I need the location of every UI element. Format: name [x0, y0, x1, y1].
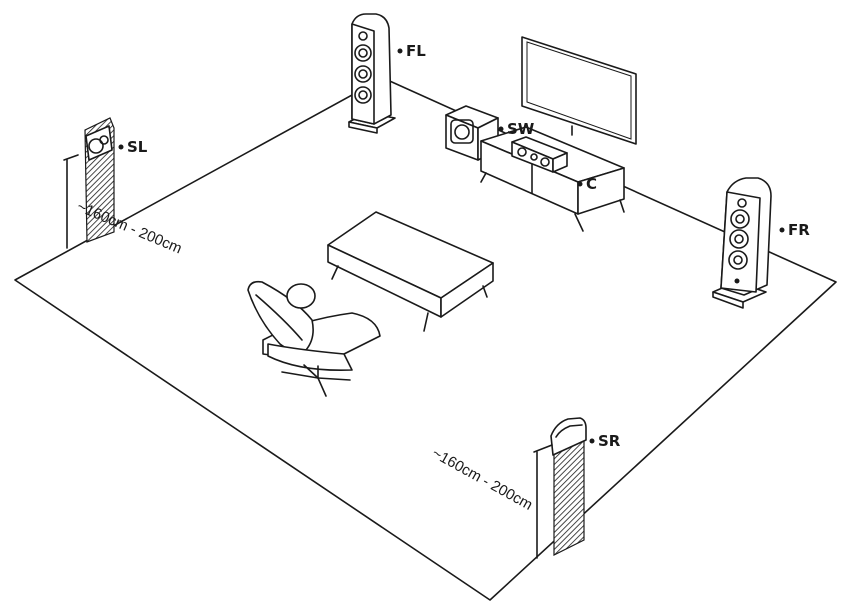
lounge-chair	[247, 280, 381, 397]
sr-label: SR	[598, 432, 621, 450]
sw-label: SW	[507, 120, 535, 138]
sl-marker	[118, 144, 124, 150]
surround-left-speaker	[63, 117, 115, 249]
sl-label: SL	[127, 138, 148, 156]
sr-marker	[589, 438, 595, 444]
c-label: C	[586, 175, 597, 193]
sw-marker	[498, 126, 504, 132]
front-right-speaker	[712, 177, 772, 309]
fl-marker	[397, 48, 403, 54]
front-left-speaker	[348, 13, 396, 134]
tv	[521, 36, 637, 145]
center-speaker	[511, 136, 568, 173]
room-floor	[14, 77, 837, 601]
surround-right-speaker	[533, 417, 587, 559]
fr-marker	[779, 227, 785, 233]
sr-height-label: ~160cm - 200cm	[429, 445, 535, 514]
c-marker	[577, 181, 583, 187]
fr-label: FR	[788, 221, 810, 239]
subwoofer	[445, 105, 499, 161]
tv-stand	[480, 126, 625, 232]
fl-label: FL	[406, 42, 426, 60]
coffee-table	[327, 211, 494, 332]
